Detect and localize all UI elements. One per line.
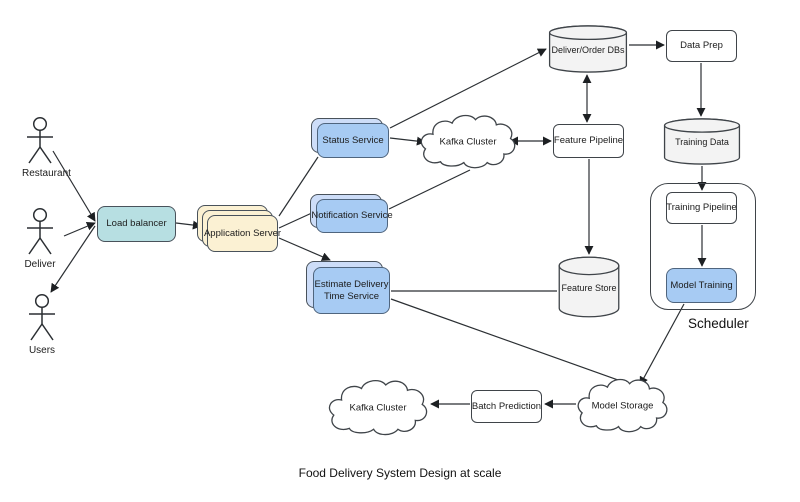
actor-restaurant: Restaurant	[22, 116, 71, 179]
kafka-cluster-bottom-node: Kafka Cluster	[326, 377, 430, 439]
batch-prediction-node: Batch Prediction	[471, 390, 542, 423]
edge-model-training-to-model-storage	[639, 303, 685, 386]
training-data-node: Training Data	[663, 118, 741, 165]
deliver-order-dbs-label: Deliver/Order DBs	[551, 44, 625, 55]
feature-pipeline-node: Feature Pipeline	[553, 124, 624, 158]
edge-deliver-to-load-balancer	[63, 221, 96, 237]
actor-restaurant-label: Restaurant	[22, 168, 71, 179]
application-server-node: Application Server	[197, 205, 282, 252]
person-icon	[27, 116, 53, 164]
edge-load-balancer-to-application-server	[175, 220, 202, 230]
cloud-icon	[326, 377, 430, 439]
model-storage-label: Model Storage	[591, 400, 654, 412]
edge-estimate-delivery-time-service-to-model-storage	[390, 298, 633, 386]
edge-application-server-to-estimate-delivery-time-service	[278, 237, 331, 261]
actor-users-label: Users	[28, 345, 56, 356]
status-service-node: Status Service	[311, 118, 389, 158]
edge-restaurant-to-load-balancer	[52, 150, 96, 222]
application-server-label: Application Server	[203, 227, 282, 239]
data-prep-label: Data Prep	[680, 40, 723, 52]
model-training-node: Model Training	[666, 268, 737, 303]
actor-users: Users	[24, 293, 60, 356]
database-icon	[548, 25, 628, 73]
training-pipeline-node: Training Pipeline	[666, 192, 737, 224]
load-balancer-label: Load balancer	[106, 218, 167, 230]
batch-prediction-label: Batch Prediction	[471, 400, 542, 412]
kafka-cluster-top-label: Kafka Cluster	[439, 136, 497, 148]
estimate-delivery-time-service-front: Estimate Delivery Time Service	[313, 267, 390, 314]
person-icon	[27, 207, 53, 255]
person-icon	[29, 293, 55, 341]
diagram-title: Food Delivery System Design at scale	[298, 466, 502, 480]
database-icon	[558, 256, 620, 318]
model-storage-node: Model Storage	[575, 376, 670, 436]
database-icon	[663, 118, 741, 165]
actor-deliver: Deliver	[22, 207, 58, 270]
cloud-icon	[418, 112, 518, 172]
edge-status-service-to-deliver-order-dbs	[389, 48, 547, 129]
actor-deliver-label: Deliver	[24, 259, 56, 270]
estimate-delivery-time-service-label: Estimate Delivery Time Service	[314, 278, 389, 302]
status-service-label: Status Service	[322, 134, 384, 146]
data-prep-node: Data Prep	[666, 30, 737, 62]
kafka-cluster-bottom-label: Kafka Cluster	[349, 402, 407, 414]
edge-status-service-to-kafka-cluster-top	[389, 136, 426, 146]
feature-store-label: Feature Store	[561, 283, 617, 294]
feature-pipeline-label: Feature Pipeline	[553, 135, 624, 147]
feature-store-node: Feature Store	[558, 256, 620, 318]
notification-service-node: Notification Service	[310, 194, 393, 233]
edge-application-server-to-notification-service	[278, 211, 315, 229]
load-balancer-node: Load balancer	[97, 206, 176, 242]
edge-load-balancer-to-users	[50, 225, 96, 293]
edge-application-server-to-status-service	[278, 156, 319, 217]
training-data-label: Training Data	[675, 137, 729, 148]
scheduler-label: Scheduler	[688, 316, 749, 331]
status-service-front: Status Service	[317, 123, 389, 158]
training-pipeline-label: Training Pipeline	[666, 202, 737, 214]
estimate-delivery-time-service-node: Estimate Delivery Time Service	[306, 261, 390, 314]
edge-notification-service-to-kafka-cluster-top	[388, 169, 471, 210]
notification-service-front: Notification Service	[311, 199, 393, 233]
deliver-order-dbs-node: Deliver/Order DBs	[548, 25, 628, 73]
model-training-label: Model Training	[670, 279, 733, 291]
notification-service-label: Notification Service	[311, 210, 393, 222]
kafka-cluster-top-node: Kafka Cluster	[418, 112, 518, 172]
cloud-icon	[575, 376, 670, 436]
application-server-front: Application Server	[203, 215, 282, 252]
